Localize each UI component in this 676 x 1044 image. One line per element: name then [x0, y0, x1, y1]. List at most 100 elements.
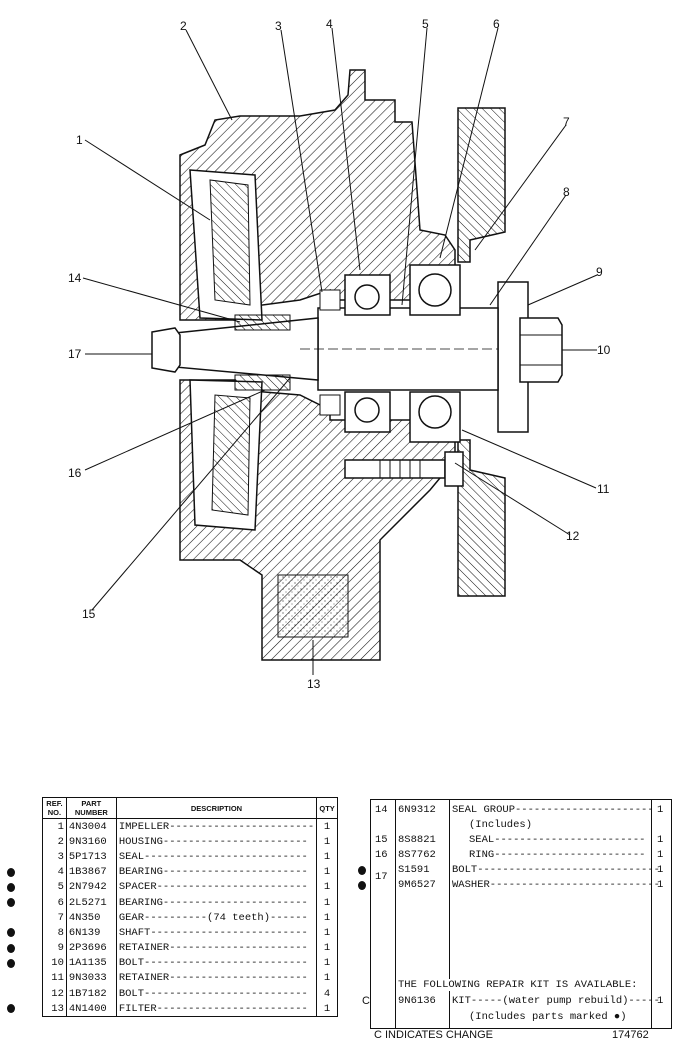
cell-desc: BEARING-----------------------	[115, 864, 318, 880]
bolt	[344, 459, 446, 479]
cell-part: 2P3696	[65, 940, 117, 956]
cell-qty: 1	[316, 940, 338, 956]
cell-ref: 5	[7, 879, 67, 895]
qty-16: 1	[657, 849, 664, 861]
change-note: C INDICATES CHANGE	[374, 1029, 493, 1041]
cell-part: 2N7942	[65, 879, 117, 895]
header-part: PART NUMBER	[65, 797, 117, 819]
parts-table-continued: 14 6N9312 SEAL GROUP--------------------…	[370, 799, 672, 1029]
callout-11: 11	[597, 482, 610, 496]
callout-7: 7	[563, 115, 570, 129]
callout-2: 2	[180, 19, 187, 33]
drawing-number: 174762	[612, 1029, 649, 1041]
cell-desc: FILTER------------------------	[115, 1001, 318, 1018]
filter	[277, 574, 349, 638]
desc-15: SEAL------------------------	[469, 834, 646, 846]
cell-ref: 6	[7, 894, 67, 911]
cell-qty: 1	[316, 894, 338, 911]
ref-14: 14	[375, 804, 388, 816]
cell-qty: 1	[316, 970, 338, 987]
desc-14: SEAL GROUP----------------------	[452, 804, 654, 816]
cell-part: 9N3033	[65, 970, 117, 987]
kit-includes-note: (Includes parts marked ●)	[469, 1011, 627, 1023]
callout-9: 9	[596, 265, 603, 279]
change-marker: C	[362, 995, 370, 1007]
cell-ref: 1	[42, 818, 67, 835]
cell-desc: SPACER------------------------	[115, 879, 318, 895]
cell-ref: 9	[7, 940, 67, 956]
gear	[457, 107, 506, 263]
cell-part: 4N1400	[65, 1001, 117, 1018]
marked-dot	[7, 928, 15, 938]
cell-part: 9N3160	[65, 834, 117, 850]
cell-part: 4N350	[65, 910, 117, 926]
cell-ref: 13	[7, 1001, 67, 1018]
callout-6: 6	[493, 17, 500, 31]
qty-17-bolt: 1	[657, 864, 664, 876]
qty-14: 1	[657, 804, 664, 816]
part-16: 8S7762	[398, 849, 436, 861]
cell-desc: GEAR----------(74 teeth)------	[115, 910, 318, 926]
cell-desc: RETAINER----------------------	[115, 970, 318, 987]
cell-desc: IMPELLER-----------------------	[115, 818, 318, 835]
cell-ref: 4	[7, 864, 67, 880]
desc-16: RING------------------------	[469, 849, 646, 861]
part-kit: 9N6136	[398, 995, 436, 1007]
ref-15: 15	[375, 834, 388, 846]
desc-17-washer: WASHER---------------------------	[452, 879, 660, 891]
cell-part: 2L5271	[65, 894, 117, 911]
cell-part: 5P1713	[65, 849, 117, 865]
marked-dot-17a	[358, 866, 366, 875]
cell-ref: 7	[42, 910, 67, 926]
callout-10: 10	[597, 343, 611, 357]
cell-qty: 1	[316, 1001, 338, 1018]
cell-desc: SHAFT-------------------------	[115, 925, 318, 941]
ref-16: 16	[375, 849, 388, 861]
callout-4: 4	[326, 17, 333, 31]
cell-desc: SEAL--------------------------	[115, 849, 318, 865]
repair-kit-note: THE FOLLOWING REPAIR KIT IS AVAILABLE:	[398, 979, 638, 991]
nut-right	[519, 317, 563, 383]
qty-kit: 1	[657, 995, 664, 1007]
desc-kit: KIT-----(water pump rebuild)-----	[452, 995, 660, 1007]
header-ref: REF. NO.	[42, 797, 67, 819]
cell-desc: BEARING-----------------------	[115, 894, 318, 911]
marked-dot	[7, 897, 15, 907]
callout-5: 5	[422, 17, 429, 31]
cell-ref: 3	[42, 849, 67, 865]
header-description: DESCRIPTION	[115, 797, 318, 819]
cell-qty: 1	[316, 879, 338, 895]
part-14: 6N9312	[398, 804, 436, 816]
cell-ref: 8	[7, 925, 67, 941]
callout-16: 16	[68, 466, 82, 480]
cell-desc: HOUSING-----------------------	[115, 834, 318, 850]
cell-ref: 10	[7, 955, 67, 971]
callout-14: 14	[68, 271, 82, 285]
callout-8: 8	[563, 185, 570, 199]
cell-part: 1B3867	[65, 864, 117, 880]
callout-3: 3	[275, 19, 282, 33]
part-15: 8S8821	[398, 834, 436, 846]
cell-part: 6N139	[65, 925, 117, 941]
marked-dot-17b	[358, 881, 366, 890]
marked-dot	[7, 1004, 15, 1014]
callout-15: 15	[82, 607, 96, 621]
cell-desc: RETAINER----------------------	[115, 940, 318, 956]
cell-qty: 1	[316, 818, 338, 835]
qty-17-washer: 1	[657, 879, 664, 891]
seal-group	[234, 314, 291, 331]
cell-qty: 1	[316, 849, 338, 865]
cell-qty: 1	[316, 834, 338, 850]
callout-1: 1	[76, 133, 83, 147]
